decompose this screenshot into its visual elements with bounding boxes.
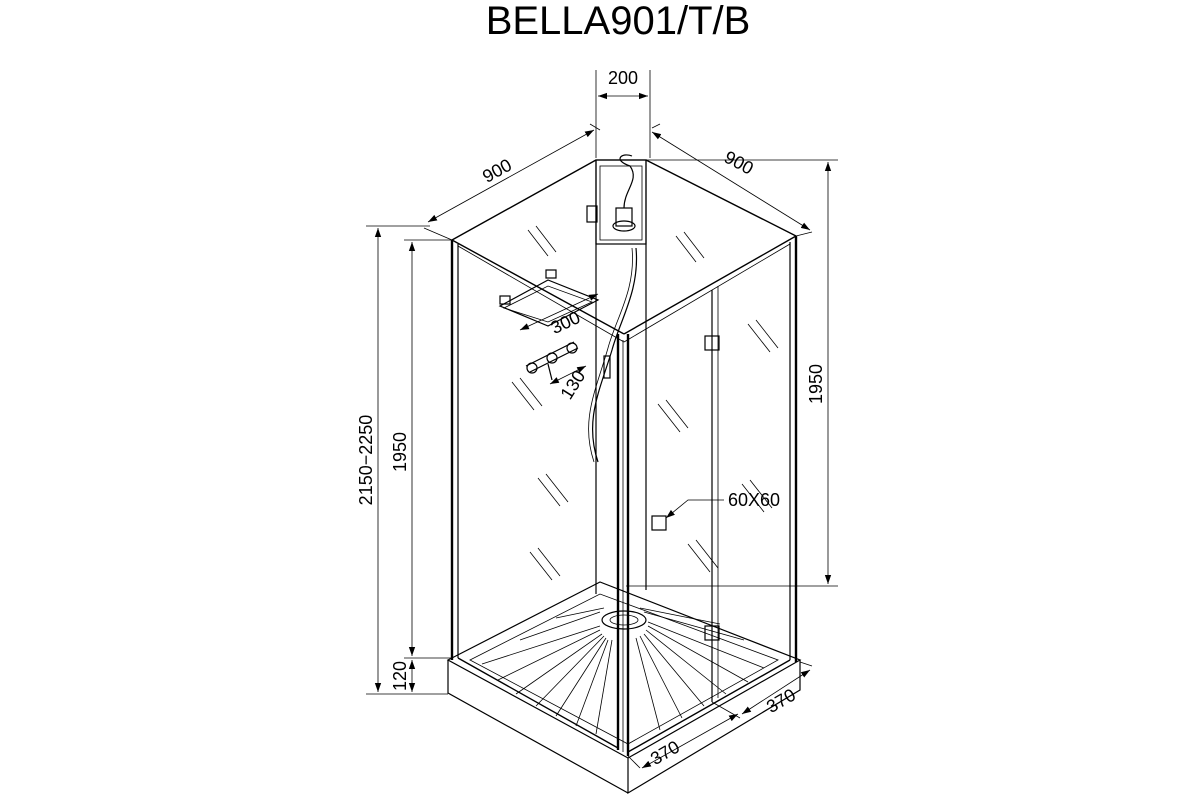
dimension-tray-height: 120 [390, 660, 416, 692]
dimension-right-height: 1950 [626, 159, 838, 587]
dimension-vent: 60X60 [665, 490, 780, 519]
drain [601, 610, 647, 630]
dimension-mixer: 130 [549, 365, 589, 403]
shower-hose [619, 154, 634, 209]
dim-label-200: 200 [608, 68, 638, 88]
head-shower [612, 220, 636, 232]
shower-column [586, 154, 647, 594]
dimension-door-right: 370 [741, 661, 813, 717]
dim-label-900-right: 900 [721, 147, 757, 179]
dim-label-300: 300 [548, 307, 584, 338]
dim-label-1950-right: 1950 [806, 364, 826, 404]
door-hardware [651, 335, 720, 641]
dimension-total-height: 2150−2250 [356, 225, 448, 695]
cabin-frame [450, 159, 798, 756]
vent-opening [651, 515, 667, 531]
dim-label-1950-left: 1950 [390, 432, 410, 472]
dimension-left-depth: 900 [423, 123, 601, 241]
glass-reflections [511, 225, 779, 581]
dimension-right-depth: 900 [651, 123, 813, 237]
dimension-left-height: 1950 [390, 239, 452, 659]
dimension-column-width: 200 [595, 68, 651, 158]
dim-label-120: 120 [390, 661, 410, 691]
dim-label-130: 130 [556, 367, 589, 403]
dim-label-370-right: 370 [763, 685, 799, 717]
dimension-shelf: 300 [519, 293, 599, 338]
dim-label-60x60: 60X60 [728, 490, 780, 510]
diagram-title: BELLA901/T/B [486, 0, 751, 43]
door-hinge-bottom [704, 625, 720, 641]
hand-shower-hose [591, 247, 638, 463]
dim-label-2150-2250: 2150−2250 [356, 415, 376, 506]
dim-label-370-left: 370 [647, 737, 683, 769]
tray-ribs [481, 607, 765, 735]
dim-label-900-left: 900 [479, 155, 515, 187]
door-hinge-top [704, 335, 720, 351]
shower-tray [446, 581, 802, 795]
